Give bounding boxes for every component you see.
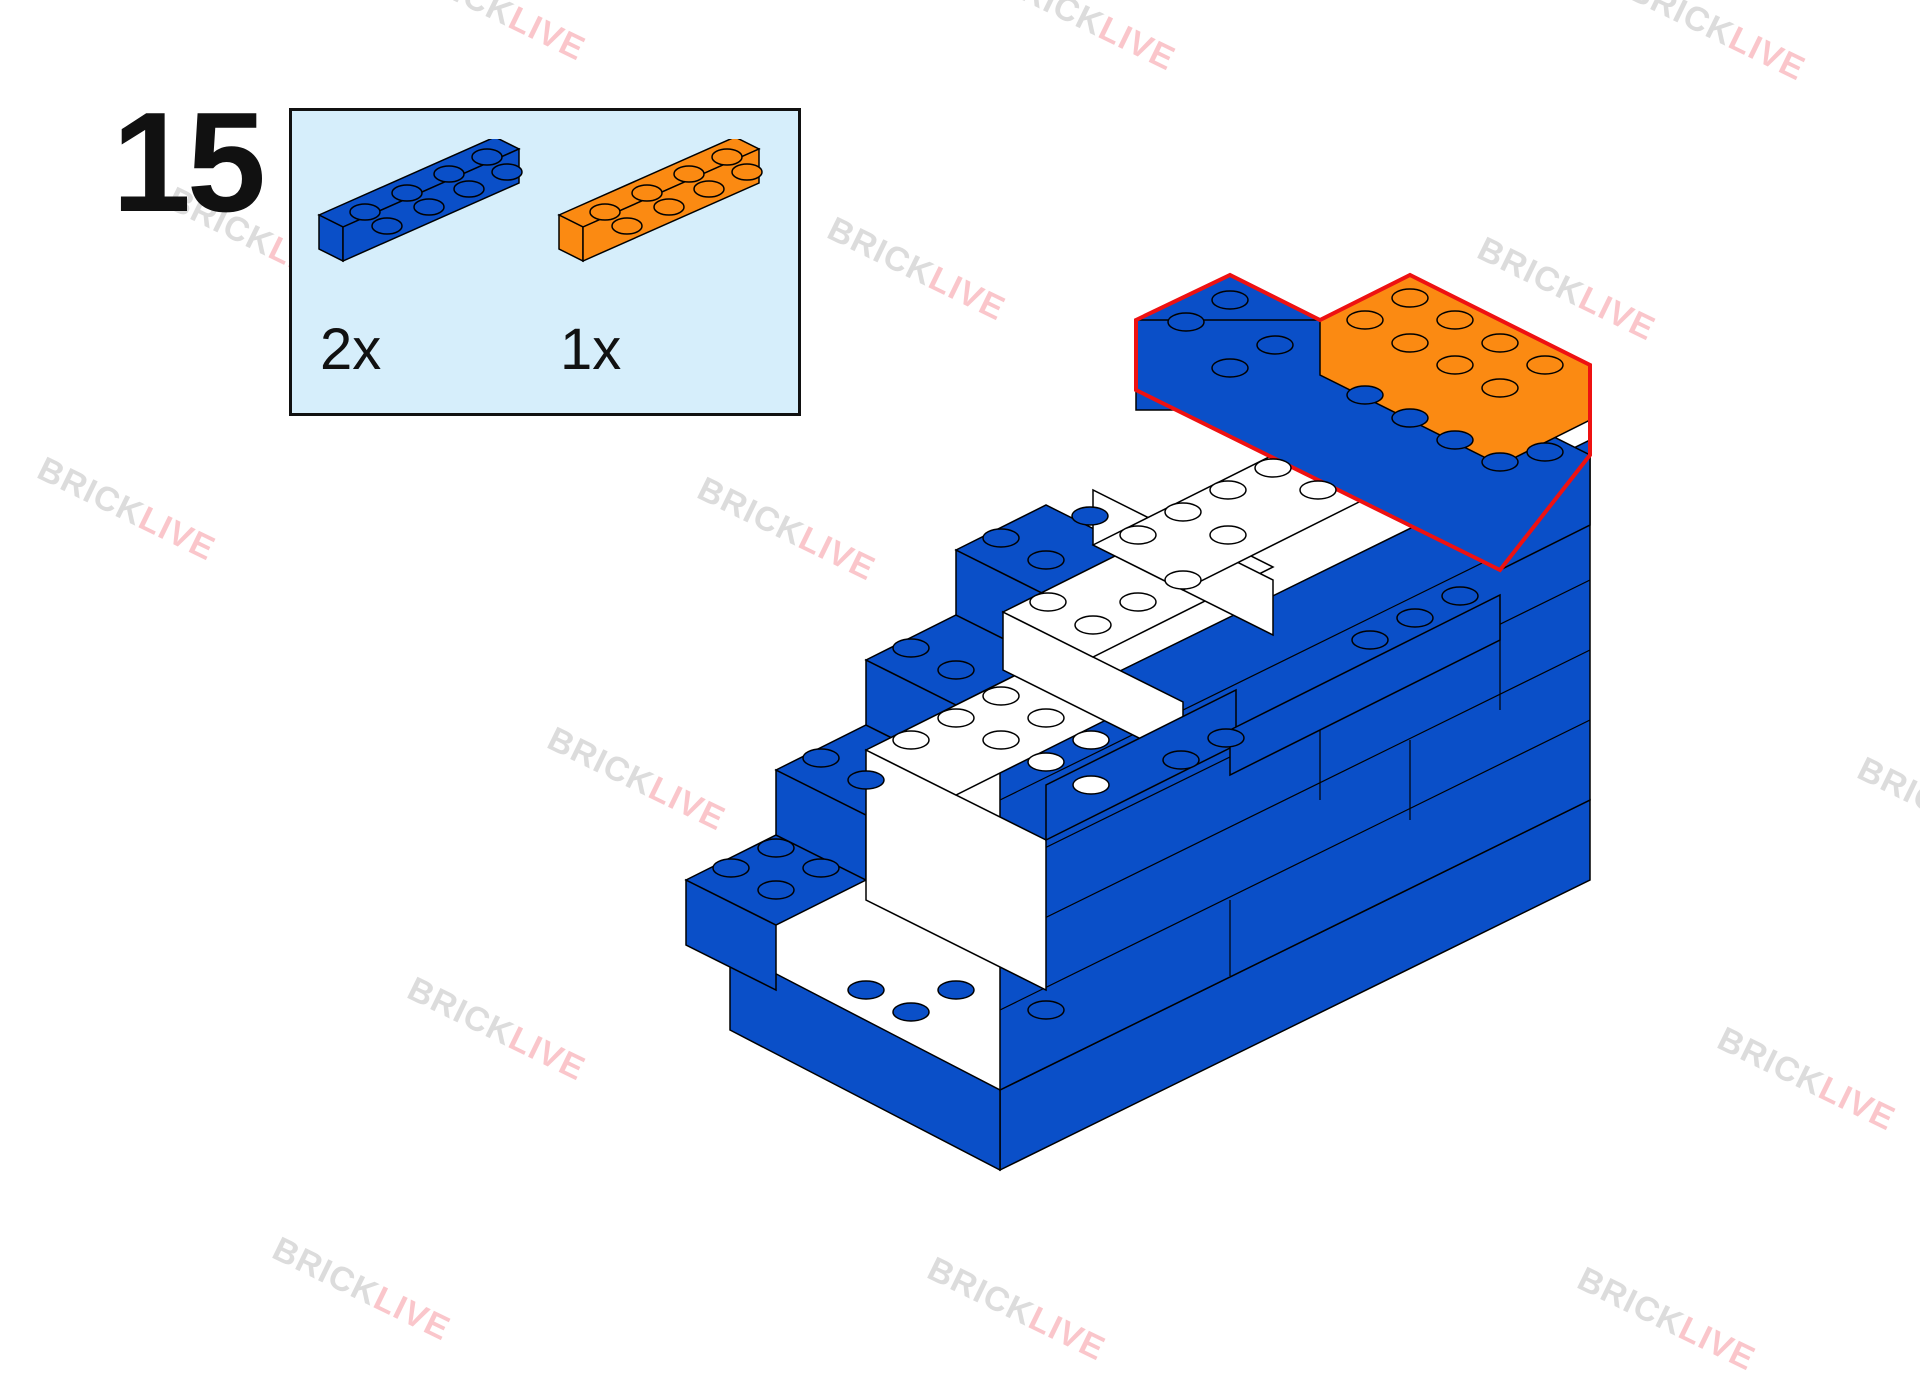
white-studs (892, 458, 1337, 795)
orange-studs (1346, 288, 1564, 398)
orange-brick-quantity: 1x (560, 317, 622, 382)
blue-brick-quantity: 2x (320, 317, 382, 382)
blue-studs (712, 290, 1564, 1022)
blue-2x4-brick-icon (317, 139, 523, 263)
step-number: 15 (112, 83, 266, 242)
blue-inner-upper (1229, 593, 1501, 777)
new-bricks-highlight (1134, 272, 1592, 573)
orange-2x4-brick-icon (557, 139, 763, 263)
white-column (865, 748, 1047, 992)
blue-inner-step (1045, 688, 1237, 842)
parts-callout: 2x 1x (289, 108, 801, 416)
